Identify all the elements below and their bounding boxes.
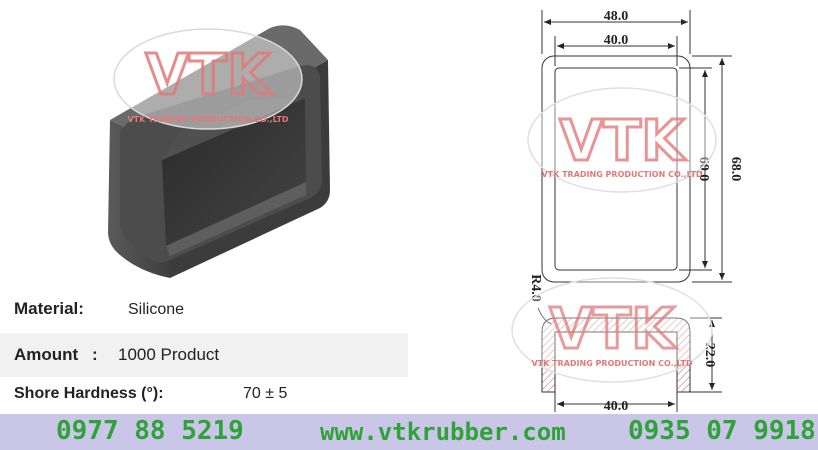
footer-bar bbox=[0, 414, 818, 450]
watermark-company: VTK TRADING PRODUCTION CO.,LTD bbox=[127, 115, 288, 124]
dim-outer-height: 68.0 bbox=[728, 157, 743, 182]
amount-label: Amount bbox=[14, 345, 79, 364]
svg-text:VTK TRADING PRODUCTION CO.,LTD: VTK TRADING PRODUCTION CO.,LTD bbox=[541, 170, 702, 179]
footer-website[interactable]: www.vtkrubber.com bbox=[320, 418, 566, 446]
dim-section-width: 40.0 bbox=[604, 399, 629, 414]
product-render bbox=[108, 25, 330, 278]
hardness-value: 70 ± 5 bbox=[243, 385, 288, 402]
material-label: Material: bbox=[14, 299, 84, 318]
svg-text:VTK TRADING PRODUCTION CO.,LTD: VTK TRADING PRODUCTION CO.,LTD bbox=[531, 359, 692, 368]
watermark-right-top: VTK VTK TRADING PRODUCTION CO.,LTD bbox=[527, 87, 717, 193]
footer-phone-left[interactable]: 0977 88 5219 bbox=[56, 416, 244, 446]
dim-inner-width: 40.0 bbox=[604, 33, 629, 48]
watermark-right-bottom: VTK VTK TRADING PRODUCTION CO.,LTD bbox=[511, 277, 713, 383]
spec-row-amount: Amount : 1000 Product bbox=[0, 333, 408, 377]
amount-value: 1000 Product bbox=[118, 345, 220, 364]
watermark-logo: VTK bbox=[146, 43, 274, 108]
spec-row-material: Material: Silicone bbox=[0, 286, 408, 332]
watermark-left: VTK VTK TRADING PRODUCTION CO.,LTD bbox=[113, 28, 303, 130]
svg-text:VTK: VTK bbox=[550, 297, 678, 362]
svg-text:VTK: VTK bbox=[560, 109, 688, 174]
hardness-label: Shore Hardness (°): bbox=[14, 385, 164, 402]
amount-separator: : bbox=[92, 345, 98, 364]
technical-drawing: 48.0 40.0 60.0 68.0 R4.0 22.0 40.0 VTK V… bbox=[511, 9, 743, 414]
material-value: Silicone bbox=[128, 301, 185, 318]
spec-row-hardness: Shore Hardness (°): 70 ± 5 bbox=[0, 378, 408, 410]
footer-phone-right[interactable]: 0935 07 9918 bbox=[628, 416, 816, 446]
dim-outer-width: 48.0 bbox=[604, 9, 629, 24]
